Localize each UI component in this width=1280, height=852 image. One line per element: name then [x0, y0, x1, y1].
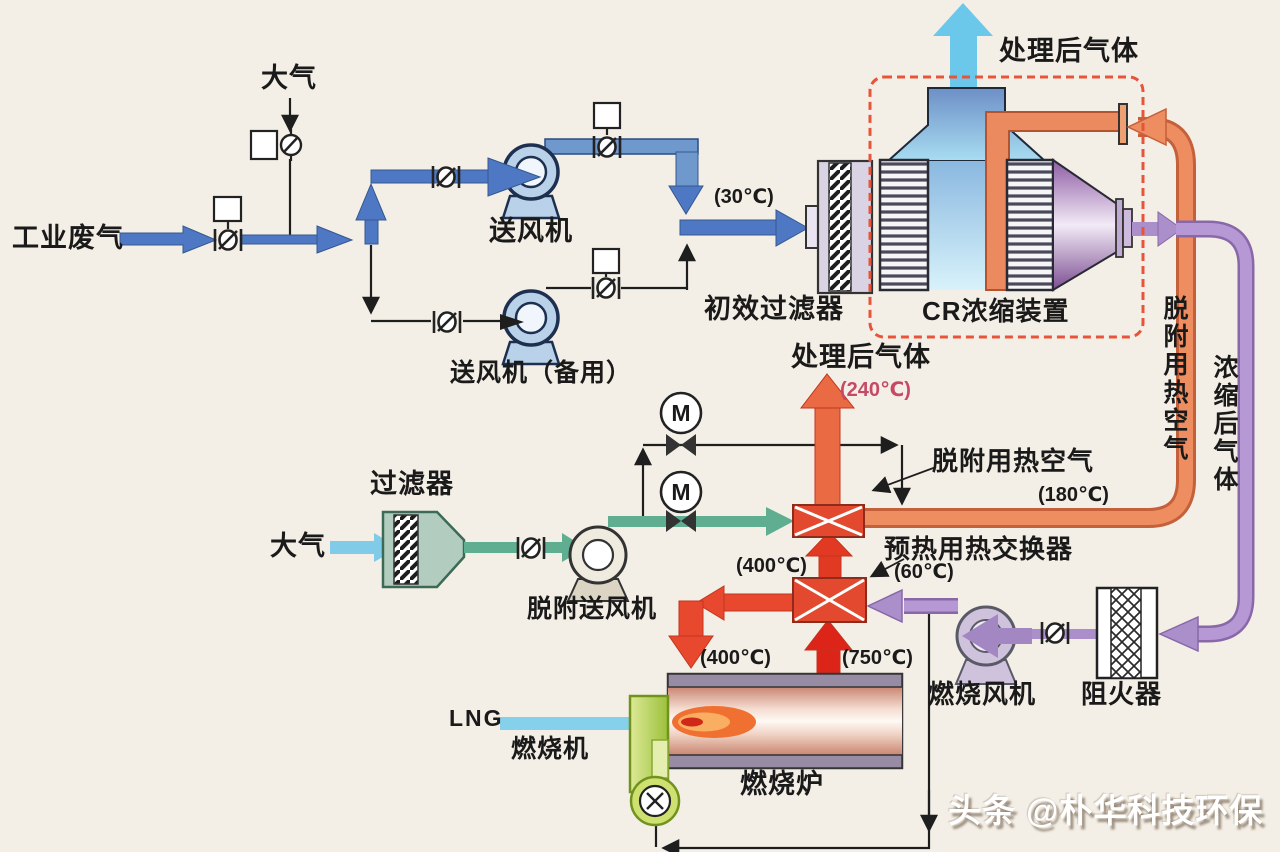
label-temp-400-mid: (400℃)	[736, 555, 807, 577]
preheat-heat-exchanger-icon	[792, 577, 867, 623]
combustion-fan-icon	[954, 605, 1032, 685]
label-temp-180: (180℃)	[1038, 484, 1109, 506]
label-combustion-blower: 燃烧风机	[928, 679, 1037, 709]
label-temp-60: (60℃)	[894, 561, 954, 583]
waste-gas-blue-circuit	[119, 138, 810, 254]
desorption-hot-air-pipe	[864, 107, 1196, 528]
cr-concentrator-unit	[805, 87, 1183, 295]
desorption-heat-exchanger-icon	[792, 504, 865, 538]
blower-fan-icon	[487, 143, 561, 220]
backup-blower-fan-icon	[500, 289, 561, 366]
clean-gas-channel	[928, 161, 990, 290]
concentrator-rotor-right	[1005, 158, 1055, 292]
motor-valve-m-label: M	[671, 479, 691, 505]
label-treated-gas-mid: 处理后气体	[791, 342, 931, 372]
label-treated-gas-top: 处理后气体	[999, 36, 1139, 66]
label-preheat-exchanger: 预热用热交换器	[884, 534, 1074, 564]
label-blower: 送风机	[489, 216, 573, 246]
watermark-text: 头条 @朴华科技环保	[948, 792, 1264, 829]
label-atmosphere-top: 大气	[261, 63, 317, 93]
flame-arrester-icon	[1095, 586, 1159, 680]
label-burner: 燃烧机	[511, 735, 590, 763]
desorption-blower-fan-icon	[566, 525, 630, 602]
label-air-filter: 过滤器	[370, 469, 454, 499]
label-temp-400-furnace: (400℃)	[700, 647, 771, 669]
hot-gas-red-arrows	[668, 373, 856, 677]
combustion-furnace-icon	[666, 672, 904, 770]
label-flame-arrester: 阻火器	[1081, 679, 1163, 709]
label-cr-concentrator: CR浓缩装置	[922, 296, 1070, 326]
label-desorption-hot-air-vertical: 脱附用热空气	[1160, 295, 1188, 463]
label-desorption-blower: 脱附送风机	[527, 595, 658, 623]
label-desorption-hot-air: 脱附用热空气	[932, 446, 1095, 476]
callout-pointers	[869, 466, 937, 578]
motor-valve-main	[659, 470, 703, 532]
label-concentrated-gas-vertical: 浓缩后气体	[1210, 354, 1238, 494]
cr-unit-dashed-boundary	[868, 75, 1145, 339]
burner-icon	[628, 694, 681, 827]
label-temp-240: (240℃)	[840, 379, 911, 401]
valve-icons	[212, 101, 1070, 646]
primary-filter-inlet-tab	[805, 205, 819, 249]
label-lng: LNG	[449, 705, 504, 731]
label-combustion-furnace: 燃烧炉	[740, 769, 824, 799]
concentrated-gas-pipe	[866, 220, 1255, 653]
label-primary-filter: 初效过滤器	[704, 294, 844, 324]
label-blower-backup: 送风机（备用）	[450, 359, 633, 387]
label-atmosphere-left: 大气	[270, 531, 326, 561]
motor-valve-bypass	[659, 391, 703, 456]
motor-valve-m-label: M	[671, 400, 691, 426]
concentrate-outlet-cone	[1052, 158, 1121, 292]
label-temp-30: (30℃)	[714, 186, 774, 208]
label-temp-750: (750℃)	[842, 647, 913, 669]
label-industrial-waste-gas: 工业废气	[12, 223, 124, 253]
concentrator-rotor-left	[878, 158, 930, 292]
